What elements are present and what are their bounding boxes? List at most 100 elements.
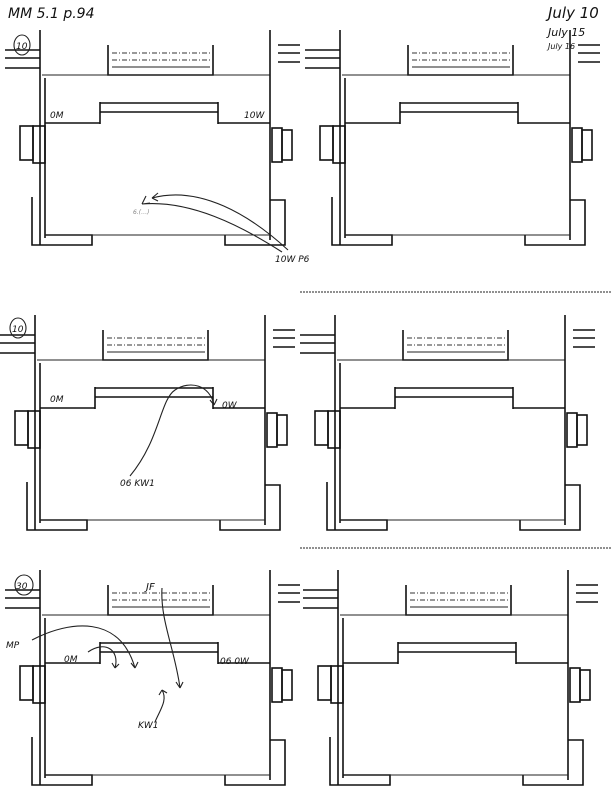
right-box bbox=[281, 669, 293, 701]
platform-dash-lines bbox=[410, 592, 508, 601]
bottom-right-unit bbox=[224, 739, 286, 786]
right-box bbox=[281, 129, 293, 161]
right-box bbox=[569, 667, 581, 703]
left-box bbox=[19, 665, 34, 701]
bottom-right-unit bbox=[522, 739, 584, 786]
right-box bbox=[576, 414, 588, 446]
movement-arrow bbox=[154, 689, 168, 723]
right-box bbox=[266, 412, 278, 448]
label-right: 06 0W bbox=[220, 657, 250, 667]
bottom-left-unit bbox=[331, 197, 393, 246]
bottom-left-unit bbox=[329, 737, 391, 786]
row-1-annotations: 10 0M 10W 6.(…) 10W P6 bbox=[13, 34, 310, 265]
proscenium-posts bbox=[394, 387, 514, 409]
label-jf: JF bbox=[144, 582, 155, 593]
stage-panel bbox=[305, 30, 600, 246]
left-wing-lines bbox=[300, 334, 335, 354]
right-box bbox=[271, 127, 283, 163]
bottom-right-unit bbox=[219, 484, 281, 531]
bottom-left-unit bbox=[31, 197, 93, 246]
stage-panel bbox=[303, 570, 598, 786]
proscenium-posts bbox=[399, 102, 519, 124]
platform-dash-lines bbox=[112, 592, 210, 601]
row-2-annotations: 10 0M 0W 06 KW1 bbox=[9, 317, 238, 489]
left-box bbox=[319, 125, 334, 161]
platform-dash-lines bbox=[112, 52, 210, 61]
movement-arrow bbox=[141, 195, 283, 253]
proscenium-platform bbox=[400, 102, 518, 113]
bottom-right-unit bbox=[524, 199, 586, 246]
left-box bbox=[317, 665, 332, 701]
right-wing-lines bbox=[278, 584, 300, 603]
right-wing-lines bbox=[273, 329, 295, 348]
movement-arrow bbox=[151, 192, 289, 251]
stage-panels bbox=[0, 30, 611, 786]
label-right: 0W bbox=[222, 401, 238, 411]
left-wing-lines bbox=[5, 589, 40, 609]
stage-panel bbox=[5, 30, 300, 246]
label-mp: MP bbox=[6, 641, 20, 651]
label-target: 6.(…) bbox=[133, 209, 149, 216]
left-box bbox=[32, 125, 46, 164]
date-1: July 10 bbox=[545, 4, 599, 22]
left-box bbox=[332, 125, 346, 164]
label-source: 06 KW1 bbox=[120, 479, 155, 489]
platform-dash-lines bbox=[107, 337, 205, 346]
movement-arrow bbox=[31, 625, 139, 669]
proscenium-platform bbox=[100, 102, 218, 113]
label-left: 0M bbox=[64, 655, 78, 665]
right-box bbox=[271, 667, 283, 703]
movement-arrow bbox=[129, 384, 218, 477]
bottom-left-unit bbox=[26, 482, 88, 531]
label-left: 0M bbox=[50, 111, 64, 121]
row-divider bbox=[300, 291, 611, 549]
bottom-left-unit bbox=[31, 737, 93, 786]
left-wing-lines bbox=[0, 334, 35, 354]
right-box bbox=[566, 412, 578, 448]
label-kw: KW1 bbox=[138, 721, 159, 731]
date-3: July 16 bbox=[546, 42, 575, 51]
right-box bbox=[276, 414, 288, 446]
label-left: 0M bbox=[50, 395, 64, 405]
proscenium-posts bbox=[99, 102, 219, 124]
proscenium-posts bbox=[94, 387, 214, 409]
left-box bbox=[27, 410, 41, 449]
left-wing-lines bbox=[305, 49, 340, 69]
proscenium-platform bbox=[395, 387, 513, 398]
bottom-right-unit bbox=[224, 199, 286, 246]
platform-dash-lines bbox=[412, 52, 510, 61]
right-box bbox=[581, 129, 593, 161]
movement-arrow bbox=[161, 587, 184, 689]
cue-number: 30 bbox=[16, 582, 28, 592]
cue-circle bbox=[9, 317, 27, 339]
cue-number: 10 bbox=[12, 325, 24, 335]
right-box bbox=[571, 127, 583, 163]
movement-arrow bbox=[87, 646, 120, 669]
left-box bbox=[330, 665, 344, 704]
proscenium-posts bbox=[99, 642, 219, 664]
left-wing-lines bbox=[303, 589, 338, 609]
left-wing-lines bbox=[5, 49, 40, 69]
left-box bbox=[314, 410, 329, 446]
proscenium-platform bbox=[398, 642, 516, 653]
left-box bbox=[14, 410, 29, 446]
page-title: MM 5.1 p.94 bbox=[8, 6, 94, 22]
label-right: 10W bbox=[244, 111, 265, 121]
bottom-left-unit bbox=[326, 482, 388, 531]
stage-panel bbox=[5, 570, 300, 786]
cue-circle bbox=[13, 34, 31, 56]
left-box bbox=[19, 125, 34, 161]
right-wing-lines bbox=[573, 329, 595, 348]
proscenium-platform bbox=[95, 387, 213, 398]
date-2: July 15 bbox=[546, 26, 585, 39]
right-wing-lines bbox=[278, 44, 300, 63]
label-source: 10W P6 bbox=[275, 255, 310, 265]
left-box bbox=[327, 410, 341, 449]
proscenium-platform bbox=[100, 642, 218, 653]
right-box bbox=[579, 669, 591, 701]
proscenium-posts bbox=[397, 642, 517, 664]
cue-number: 10 bbox=[16, 42, 28, 52]
platform-dash-lines bbox=[407, 337, 505, 346]
right-wing-lines bbox=[578, 44, 600, 63]
